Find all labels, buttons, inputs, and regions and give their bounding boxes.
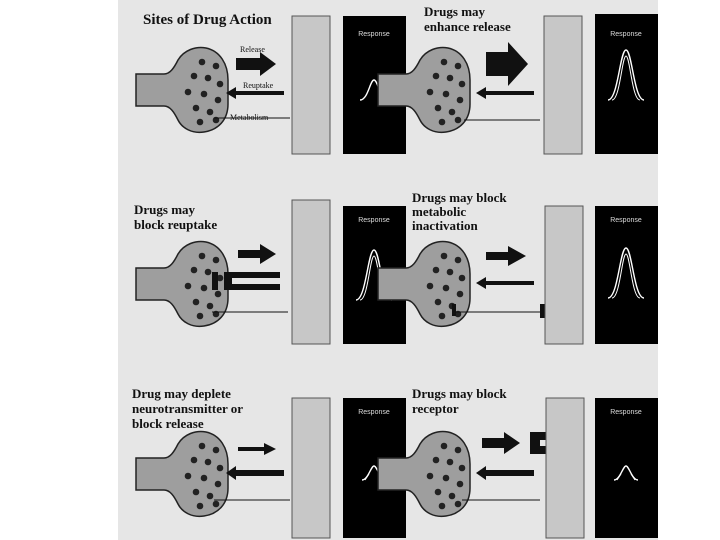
receptor-blocker [530, 432, 546, 454]
response-label: Response [610, 409, 642, 416]
metabolism-blocker [452, 304, 456, 316]
reuptake-arrow [476, 87, 534, 99]
caption-block-reuptake: Drugs may block reuptake [134, 202, 217, 232]
caption-deplete: Drug may deplete neurotransmitter or blo… [132, 386, 246, 431]
panel-title: Sites of Drug Action [143, 12, 272, 28]
response-label: Response [358, 217, 390, 224]
reuptake-arrow [226, 87, 284, 99]
release-arrow [482, 432, 520, 454]
response-label: Response [610, 31, 642, 38]
response-box [595, 14, 658, 154]
caption-block-metabolic: Drugs may block metabolic inactivation [412, 190, 510, 233]
reuptake-arrow [476, 277, 534, 289]
blocked-reuptake-arrow [224, 272, 280, 290]
postsynaptic-membrane [291, 397, 331, 539]
caption-enhance-release: Drugs may enhance release [424, 4, 511, 34]
reuptake-arrow [226, 466, 284, 480]
postsynaptic-membrane [545, 397, 585, 539]
enhanced-release-arrow [486, 42, 528, 86]
response-label: Response [358, 31, 390, 38]
reuptake-label: Reuptake [243, 81, 274, 90]
response-box [595, 206, 658, 344]
reuptake-arrow [476, 466, 534, 480]
release-label: Release [240, 45, 265, 54]
release-arrow [236, 52, 276, 76]
response-label: Response [610, 217, 642, 224]
response-label: Response [358, 409, 390, 416]
response-box [595, 398, 658, 538]
release-arrow [238, 244, 276, 264]
caption-block-receptor: Drugs may block receptor [412, 386, 510, 416]
release-arrow [486, 246, 526, 266]
postsynaptic-membrane [544, 205, 584, 345]
postsynaptic-membrane [291, 199, 331, 345]
metabolism-blocker [540, 304, 545, 318]
release-arrow [238, 443, 276, 455]
postsynaptic-membrane [291, 15, 331, 155]
reuptake-blocker [212, 272, 218, 290]
postsynaptic-membrane [543, 15, 583, 155]
